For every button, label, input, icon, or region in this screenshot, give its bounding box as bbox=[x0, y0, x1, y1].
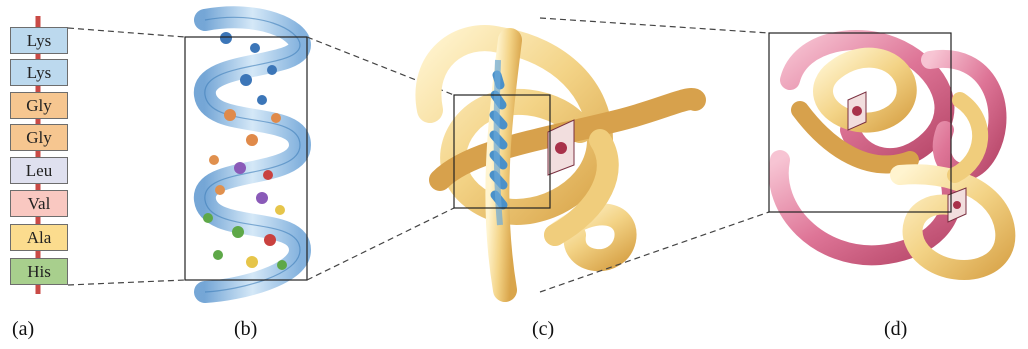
residue-box: Val bbox=[10, 190, 68, 217]
residue-box: Gly bbox=[10, 124, 68, 151]
residue-box: Gly bbox=[10, 92, 68, 119]
panel-label-a: (a) bbox=[12, 318, 34, 341]
residue-box: Ala bbox=[10, 224, 68, 251]
zoom-lines-a-b bbox=[68, 28, 185, 285]
residue-box: Lys bbox=[10, 27, 68, 54]
panel-label-d: (d) bbox=[884, 318, 907, 341]
alpha-helix bbox=[203, 17, 300, 292]
panel-label-b: (b) bbox=[234, 318, 257, 341]
panel-label-c: (c) bbox=[532, 318, 554, 341]
residue-box: Leu bbox=[10, 157, 68, 184]
quaternary-structure bbox=[779, 40, 1006, 270]
residue-box: Lys bbox=[10, 59, 68, 86]
residue-box: His bbox=[10, 258, 68, 285]
